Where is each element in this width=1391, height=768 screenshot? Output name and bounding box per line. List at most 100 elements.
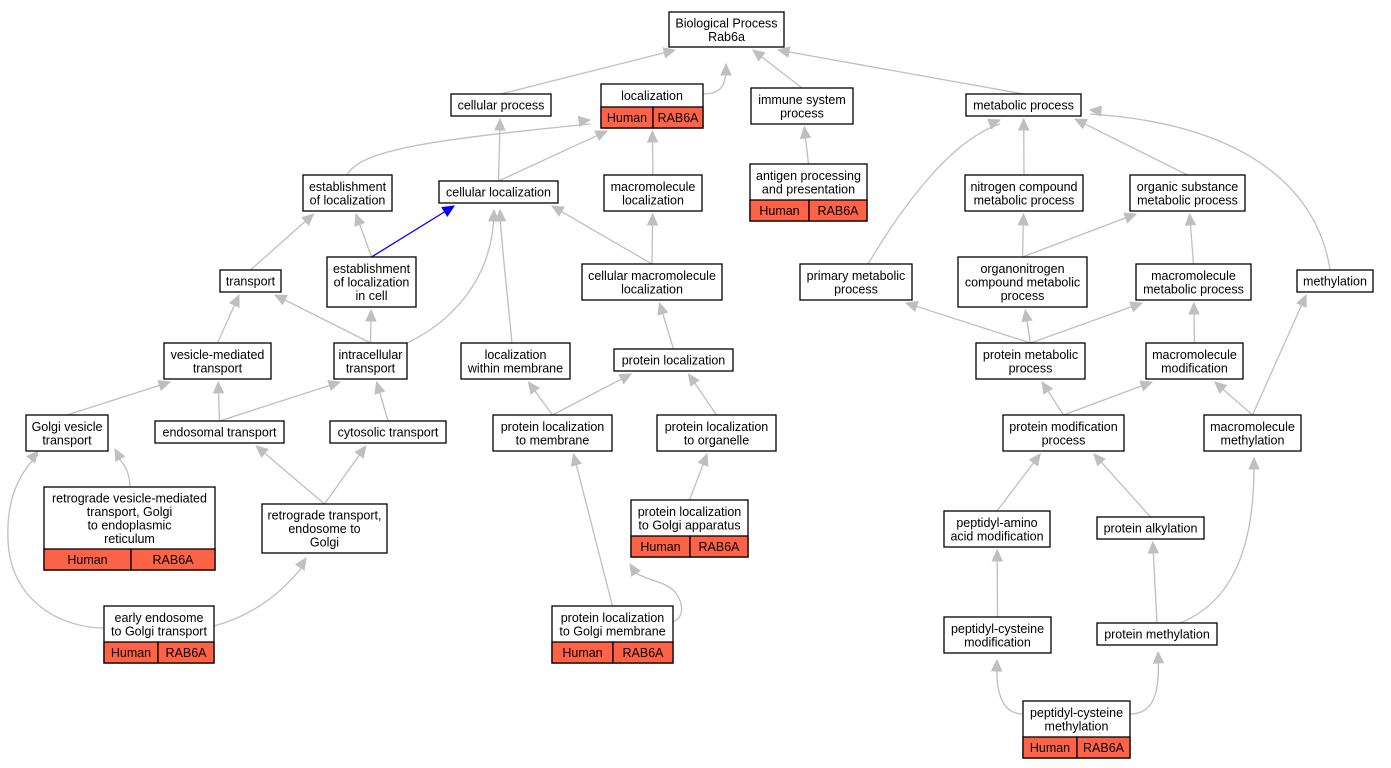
edge-prot_met-to-primary bbox=[904, 301, 1031, 344]
edge-line bbox=[1152, 551, 1158, 624]
term-label-line: peptidyl-amino bbox=[956, 516, 1037, 530]
term-label-line: metabolic process bbox=[1143, 282, 1244, 296]
term-box bbox=[163, 342, 272, 380]
term-label-line: cytosolic transport bbox=[338, 426, 439, 440]
term-node-cell-loc[interactable]: cellular localization bbox=[438, 180, 559, 204]
annotation-species-label: Human bbox=[111, 646, 151, 660]
edge-arrowhead bbox=[646, 129, 659, 143]
term-box bbox=[1135, 263, 1252, 301]
term-label-line: modification bbox=[1161, 361, 1228, 375]
term-label-line: within membrane bbox=[467, 361, 563, 375]
edge-line bbox=[1189, 223, 1195, 265]
term-node-cytosolic[interactable]: cytosolic transport bbox=[329, 420, 447, 444]
edge-cell_loc-to-cellular_process bbox=[494, 117, 506, 182]
term-box bbox=[957, 256, 1088, 308]
edge-line bbox=[996, 461, 1035, 512]
edge-endosomal-to-vesicle bbox=[212, 380, 225, 422]
term-label-line: vesicle-mediated bbox=[171, 348, 265, 362]
term-box bbox=[656, 414, 777, 452]
annotation-gene-cell bbox=[157, 641, 215, 664]
edge-prot_alkyl-to-prot_mod bbox=[1093, 453, 1151, 518]
term-node-transport[interactable]: transport bbox=[219, 269, 282, 293]
term-label-line: peptidyl-cysteine bbox=[1030, 706, 1123, 720]
term-label-line: process bbox=[1009, 361, 1053, 375]
term-node-endosomal[interactable]: endosomal transport bbox=[154, 420, 285, 444]
edge-line bbox=[1083, 122, 1188, 176]
edge-arrowhead bbox=[594, 130, 609, 142]
term-box bbox=[943, 616, 1052, 654]
edge-line bbox=[250, 220, 307, 271]
term-node-methylation[interactable]: methylation bbox=[1296, 269, 1374, 293]
edge-line bbox=[498, 134, 599, 182]
term-node-prot-alkyl[interactable]: protein alkylation bbox=[1096, 516, 1205, 540]
term-label-line: transport bbox=[193, 361, 243, 375]
term-label-line: of localization bbox=[310, 193, 386, 207]
edge-arrowhead bbox=[255, 445, 269, 458]
term-label-line: modification bbox=[964, 635, 1031, 649]
term-label-line: methylation bbox=[1221, 433, 1285, 447]
edge-vesicle-to-transport bbox=[216, 293, 240, 344]
term-box bbox=[219, 269, 282, 293]
term-label-line: immune system bbox=[758, 93, 846, 107]
edge-golgi_vesicle-to-vesicle bbox=[66, 380, 172, 416]
term-label-line: organic substance bbox=[1137, 180, 1239, 194]
term-box bbox=[668, 11, 785, 48]
term-node-metabolic[interactable]: metabolic process bbox=[965, 93, 1082, 117]
edges-layer bbox=[7, 46, 1331, 715]
term-label-line: in cell bbox=[356, 289, 388, 303]
term-label-line: cellular localization bbox=[446, 186, 551, 200]
term-box bbox=[25, 414, 109, 452]
term-label-line: to Golgi transport bbox=[111, 624, 207, 638]
edge-cell_macro_loc-to-cell_loc bbox=[550, 205, 653, 265]
term-box bbox=[1296, 269, 1374, 293]
edge-line bbox=[1251, 303, 1303, 416]
edge-line bbox=[499, 213, 513, 344]
edge-localization-to-bp bbox=[702, 62, 732, 95]
edge-line bbox=[661, 312, 675, 350]
edge-arrowhead bbox=[904, 301, 919, 313]
edge-line bbox=[497, 128, 501, 182]
term-node-cellular-process[interactable]: cellular process bbox=[450, 93, 552, 117]
edge-prot_mod-to-prot_met bbox=[1041, 380, 1065, 416]
term-label-line: localization bbox=[485, 348, 547, 362]
term-node-prot-loc[interactable]: protein localization bbox=[613, 348, 734, 372]
edge-arrowhead bbox=[441, 205, 456, 217]
edge-arrowhead bbox=[114, 447, 126, 462]
term-label-line: Biological Process bbox=[675, 16, 777, 30]
term-node-prot-methyl[interactable]: protein methylation bbox=[1096, 622, 1218, 646]
edge-peptidyl_cys_methyl-to-peptidyl_cys_mod bbox=[990, 658, 1024, 715]
annotation-species-label: Human bbox=[67, 553, 107, 567]
